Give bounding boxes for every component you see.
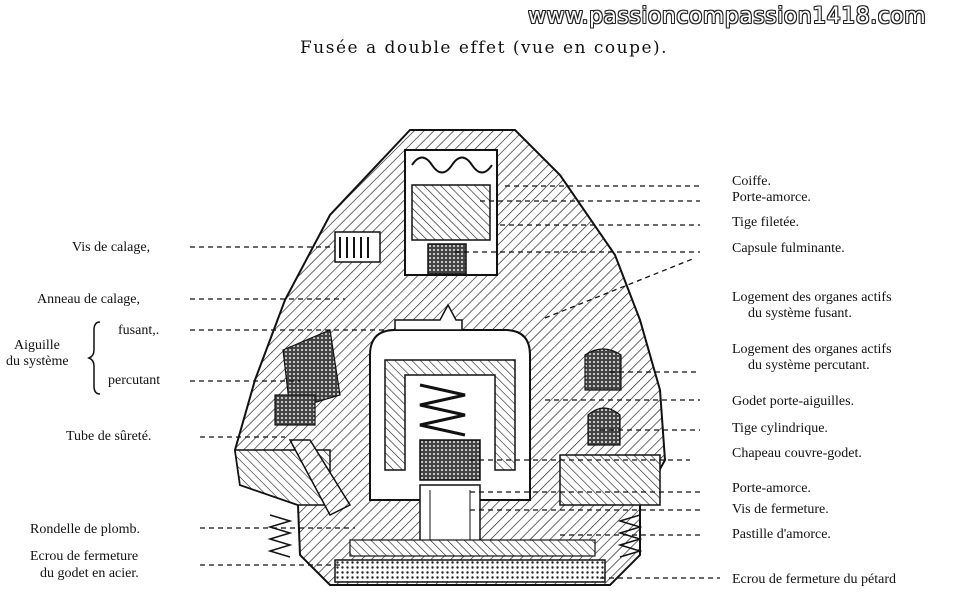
tige-cylindrique-spring	[419, 383, 466, 437]
tube-surete-channel	[288, 439, 352, 516]
porte-amorce-top	[411, 184, 491, 241]
label-percutant: percutant	[108, 373, 161, 388]
ecrou-petard	[334, 559, 606, 583]
aiguille-fusant	[394, 303, 463, 331]
base-thread	[267, 514, 643, 558]
logement-percutant-right	[587, 407, 621, 446]
label-vis-de-calage: Vis de calage,	[72, 240, 151, 255]
label-logement-percutant-1: Logement des organes actifs	[732, 342, 892, 357]
label-aiguille: Aiguille	[14, 338, 60, 353]
label-ecrou-petard: Ecrou de fermeture du pétard	[732, 572, 897, 587]
coiffe-spring	[411, 156, 493, 174]
label-fusant: fusant,.	[118, 323, 160, 338]
right-shoulder	[559, 454, 661, 506]
label-capsule-fulminante: Capsule fulminante.	[732, 241, 845, 256]
leader-lines	[190, 185, 720, 579]
label-logement-fusant-2: du système fusant.	[748, 306, 852, 321]
label-anneau-de-calage: Anneau de calage,	[37, 292, 140, 307]
logement-fusant-right	[584, 348, 622, 391]
label-godet: Godet porte-aiguilles.	[732, 394, 855, 409]
label-coiffe: Coiffe.	[732, 174, 772, 189]
label-vis-de-fermeture: Vis de fermeture.	[732, 502, 829, 517]
watermark: www.passioncompassion1418.com	[528, 4, 927, 29]
vis-de-calage-shape	[334, 231, 381, 263]
diagram-title: Fusée a double effet (vue en coupe).	[300, 38, 669, 58]
logement-fusant-left	[282, 329, 341, 411]
label-tube-de-surete: Tube de sûreté.	[66, 429, 152, 444]
label-rondelle-de-plomb: Rondelle de plomb.	[30, 522, 141, 537]
label-tige-cylindrique: Tige cylindrique.	[732, 421, 828, 436]
label-chapeau: Chapeau couvre-godet.	[732, 446, 862, 461]
label-porte-amorce-1: Porte-amorce.	[732, 190, 811, 205]
label-du-systeme: du système	[6, 354, 69, 369]
label-porte-amorce-2: Porte-amorce.	[732, 481, 811, 496]
label-logement-percutant-2: du système percutant.	[748, 358, 870, 373]
capsule-fulminante	[427, 243, 467, 275]
logement-left-2	[274, 394, 316, 426]
chapeau-couvre-godet	[384, 359, 516, 471]
rondelle-plomb	[349, 539, 596, 557]
aiguille-brace	[86, 321, 101, 395]
label-ecrou-godet-1: Ecrou de fermeture	[30, 549, 139, 564]
label-pastille: Pastille d'amorce.	[732, 527, 831, 542]
label-logement-fusant-1: Logement des organes actifs	[732, 290, 892, 305]
label-ecrou-godet-2: du godet en acier.	[40, 566, 139, 581]
label-tige-filetee: Tige filetée.	[732, 215, 800, 230]
